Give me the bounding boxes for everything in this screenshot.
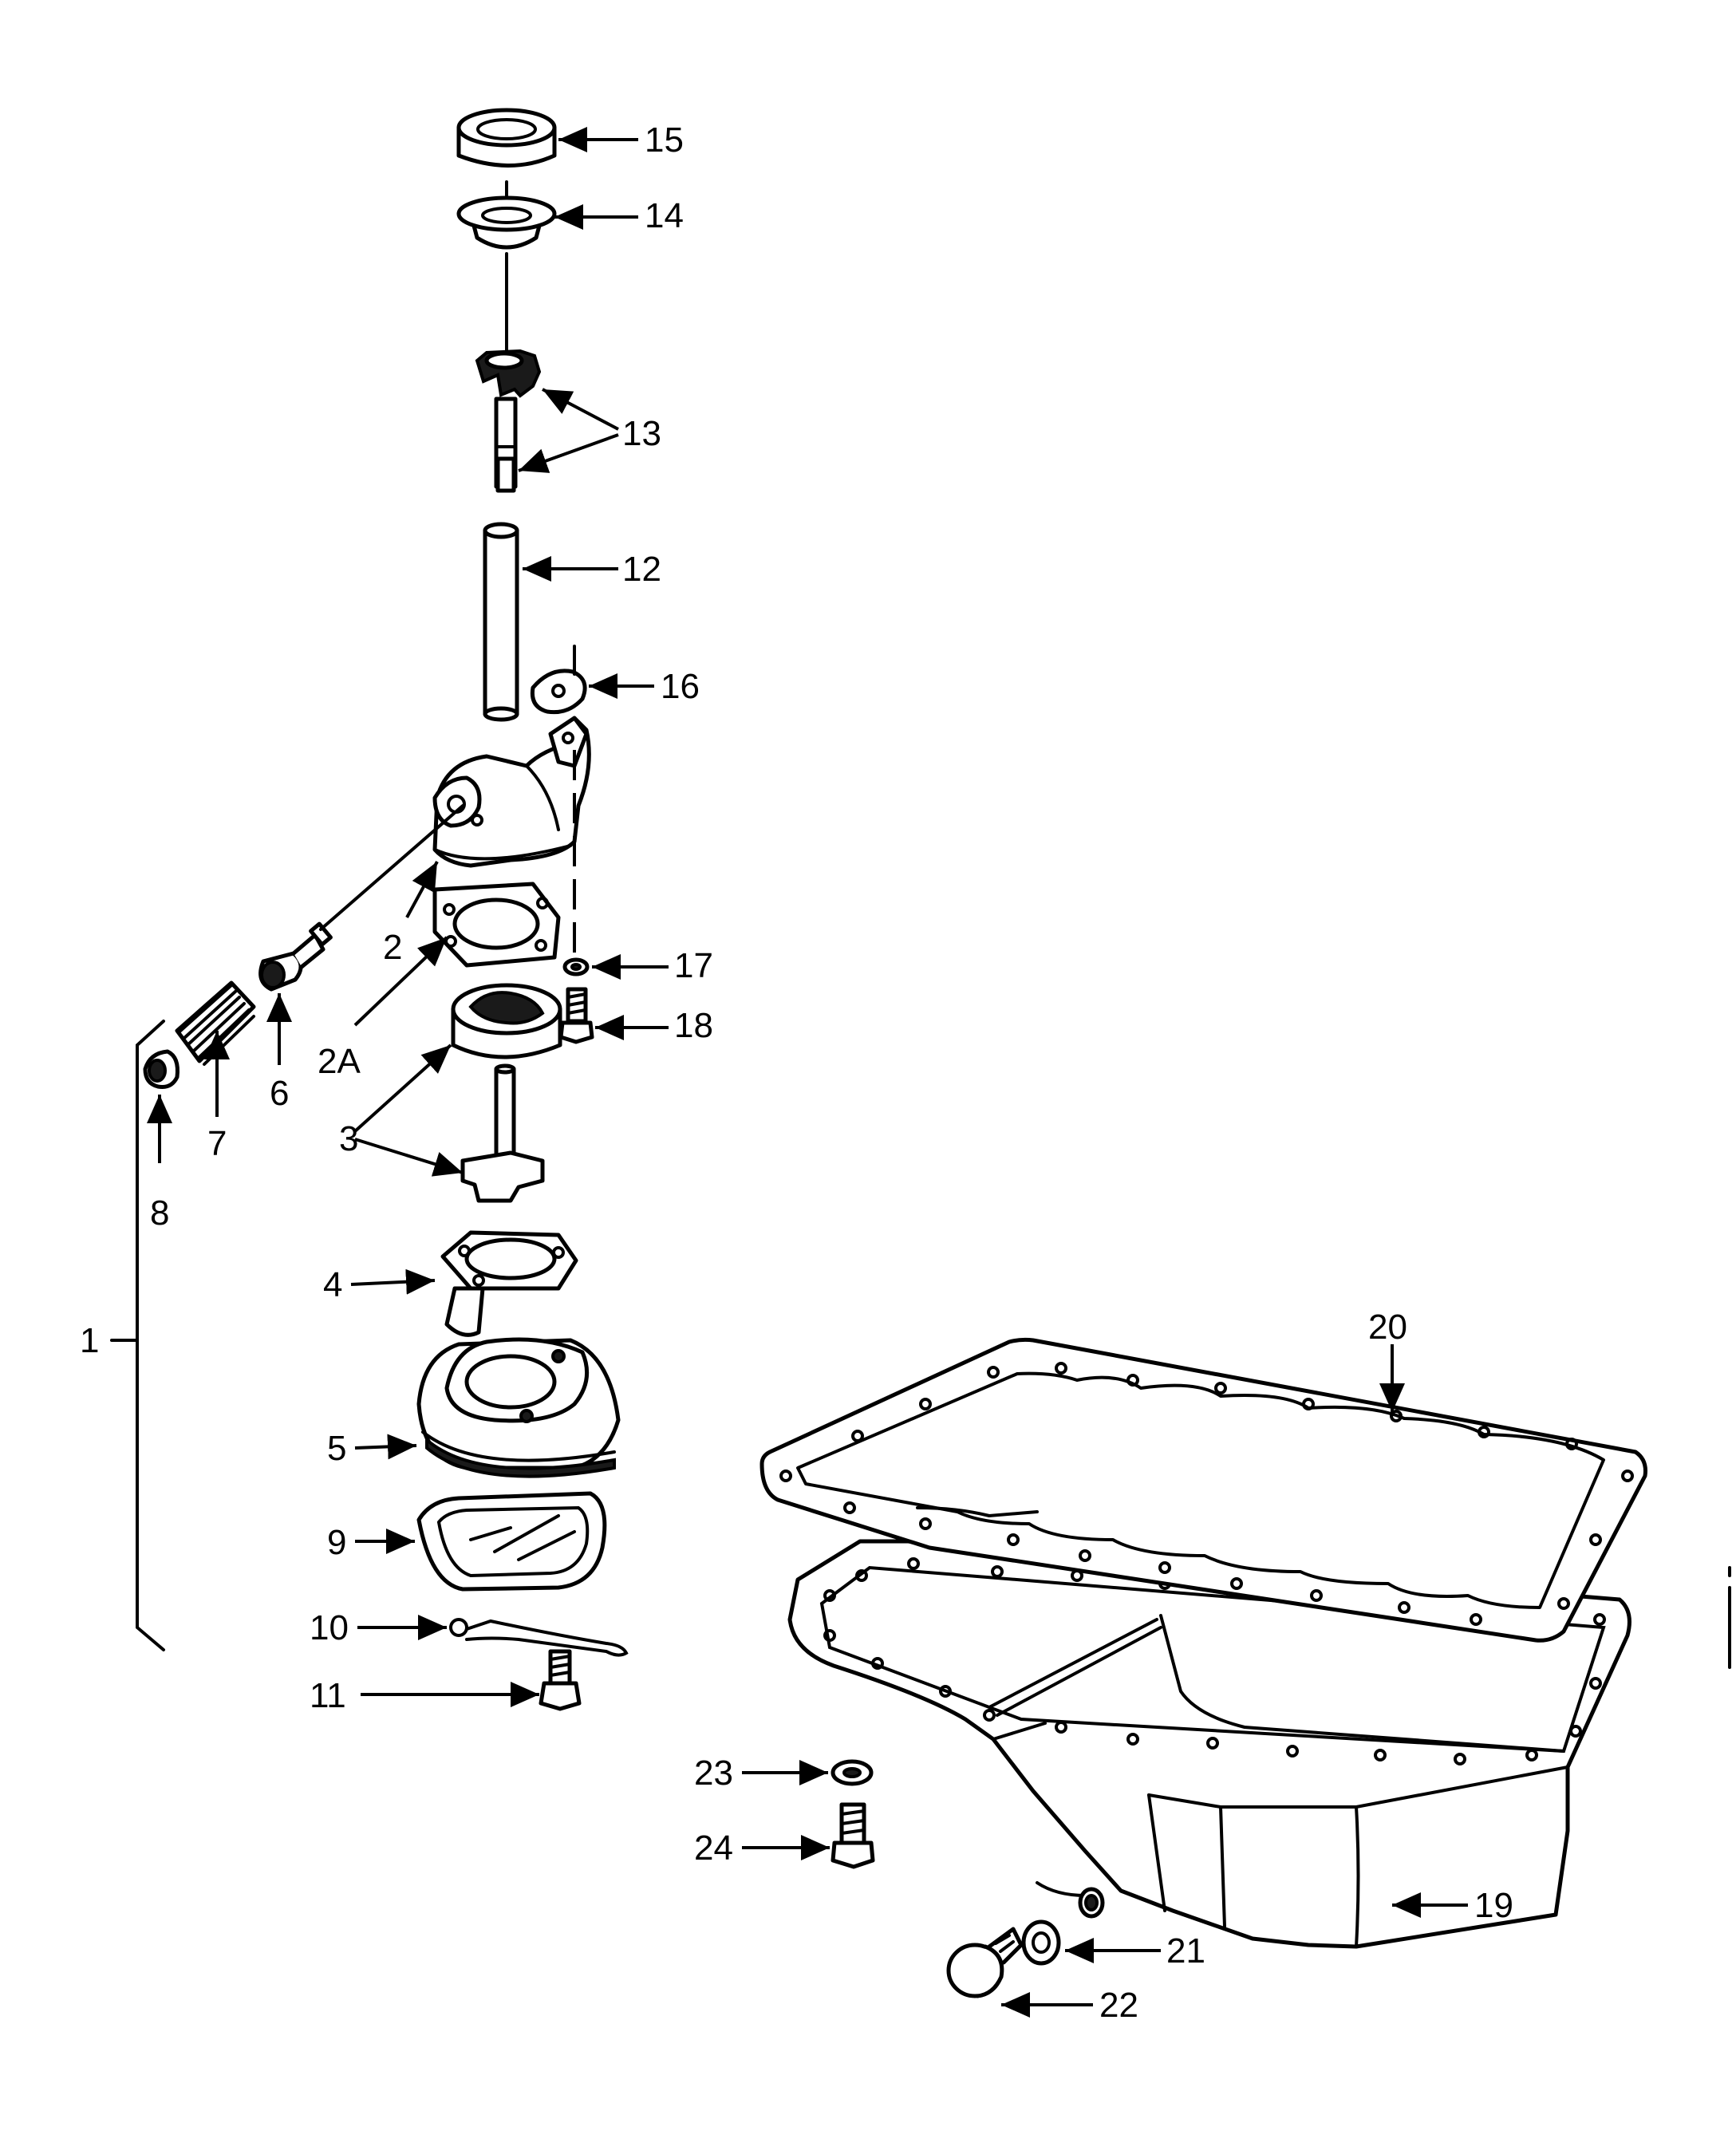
callout-24: 24: [694, 1829, 733, 1868]
callout-4: 4: [323, 1265, 342, 1304]
part-4-cover-plate: [440, 1230, 578, 1337]
part-23-lock-washer: [831, 1759, 874, 1786]
callout-19: 19: [1474, 1886, 1513, 1925]
callout-15: 15: [645, 120, 684, 160]
callout-21: 21: [1166, 1931, 1205, 1971]
callout-13: 13: [622, 414, 661, 453]
part-17-lock-washer: [562, 957, 590, 976]
callout-3: 3: [339, 1119, 358, 1158]
leader-lines: [147, 127, 1468, 2018]
assembly-bracket-1: [136, 1020, 165, 1651]
callout-14: 14: [645, 196, 684, 235]
callout-11: 11: [310, 1676, 346, 1715]
part-12-intermediate-shaft: [483, 522, 519, 722]
callout-18: 18: [674, 1006, 713, 1045]
part-13-drive-gear-shaft: [475, 349, 542, 493]
part-21-drain-plug-washer: [1021, 1919, 1061, 1966]
part-3-inner-rotor-shaft: [460, 1063, 545, 1203]
part-9-screen: [416, 1491, 607, 1592]
part-22-drain-plug: [946, 1927, 1024, 1998]
callout-2A: 2A: [318, 1042, 361, 1081]
gasket-bolt-holes: [779, 1362, 1634, 1626]
callout-6: 6: [270, 1074, 289, 1113]
part-5-screen-housing: [416, 1337, 621, 1478]
part-8-plug: [143, 1049, 180, 1089]
callout-7: 7: [207, 1124, 227, 1163]
callout-2: 2: [383, 928, 402, 967]
part-11-bolt: [539, 1649, 582, 1711]
callout-16: 16: [661, 667, 700, 706]
callout-10: 10: [310, 1608, 349, 1647]
callout-1: 1: [80, 1321, 99, 1360]
callout-12: 12: [622, 550, 661, 589]
part-10-retaining-clip: [449, 1618, 629, 1657]
part-6-relief-valve-plunger: [258, 921, 333, 992]
part-20-oil-pan-gasket: [760, 1337, 1647, 1643]
callout-17: 17: [674, 946, 713, 985]
callout-20: 20: [1368, 1308, 1407, 1347]
part-15-seal-cup: [456, 108, 557, 168]
callout-9: 9: [327, 1523, 346, 1562]
part-2A-gasket: [432, 882, 561, 968]
callout-23: 23: [694, 1754, 733, 1793]
callout-labels: 15 14 13 12 16 2 2A 17 18 6 7 8 3 4 1 5 …: [80, 120, 1513, 2025]
part-14-retainer: [456, 195, 557, 250]
part-24-bolt: [831, 1802, 875, 1869]
part-16-gasket: [530, 645, 587, 715]
part-2-pump-body: [432, 716, 591, 868]
part-3-outer-rotor: [451, 983, 562, 1059]
drain-boss: [1078, 1887, 1105, 1919]
callout-8: 8: [150, 1193, 169, 1233]
callout-5: 5: [327, 1429, 346, 1468]
callout-22: 22: [1099, 1986, 1138, 2025]
relief-valve-axis-line: [319, 804, 464, 931]
part-18-bolt: [558, 987, 594, 1044]
